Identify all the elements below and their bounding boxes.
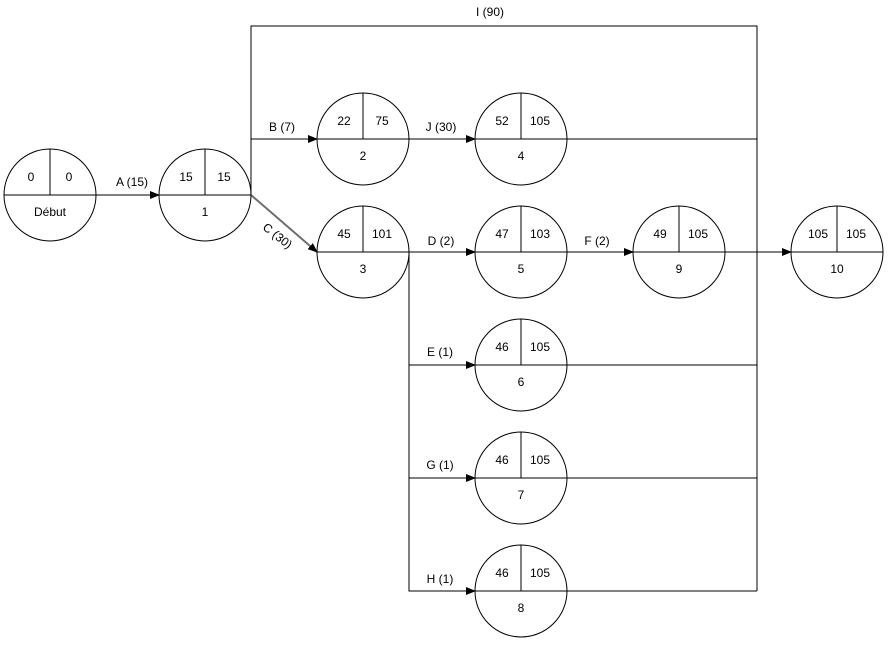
node-label: 2 bbox=[360, 149, 367, 163]
node-n6: 46 105 6 bbox=[474, 318, 568, 412]
node-n5: 47 103 5 bbox=[474, 205, 568, 299]
edge-h bbox=[408, 478, 476, 595]
node-early-value: 15 bbox=[179, 170, 193, 184]
node-early-value: 47 bbox=[495, 227, 509, 241]
node-early-value: 49 bbox=[653, 227, 667, 241]
node-label: 3 bbox=[360, 262, 367, 276]
edge-label-g: G (1) bbox=[426, 458, 453, 472]
node-label: 4 bbox=[518, 149, 525, 163]
edge-label-a: A (15) bbox=[116, 175, 148, 189]
node-n2: 22 75 2 bbox=[316, 92, 410, 186]
edge-label-b: B (7) bbox=[269, 120, 295, 134]
node-early-value: 52 bbox=[495, 114, 509, 128]
node-n3: 45 101 3 bbox=[316, 205, 410, 299]
edge-label-e: E (1) bbox=[427, 345, 453, 359]
node-n10: 105 105 10 bbox=[790, 205, 884, 299]
node-label: 7 bbox=[518, 488, 525, 502]
node-early-value: 46 bbox=[495, 453, 509, 467]
node-late-value: 105 bbox=[530, 340, 550, 354]
edge-i bbox=[250, 25, 758, 252]
node-early-value: 46 bbox=[495, 566, 509, 580]
edge-c bbox=[250, 194, 318, 253]
node-early-value: 46 bbox=[495, 340, 509, 354]
node-label: 8 bbox=[518, 601, 525, 615]
node-n4: 52 105 4 bbox=[474, 92, 568, 186]
node-late-value: 103 bbox=[530, 227, 550, 241]
edge-label-j: J (30) bbox=[426, 120, 457, 134]
node-late-value: 105 bbox=[688, 227, 708, 241]
node-late-value: 105 bbox=[530, 114, 550, 128]
node-late-value: 75 bbox=[375, 114, 389, 128]
edges bbox=[96, 25, 792, 595]
node-label: Début bbox=[34, 205, 67, 219]
node-n7: 46 105 7 bbox=[474, 431, 568, 525]
node-n9: 49 105 9 bbox=[632, 205, 726, 299]
node-late-value: 105 bbox=[846, 227, 866, 241]
node-early-value: 45 bbox=[337, 227, 351, 241]
edge-label-c: C (30) bbox=[260, 220, 295, 252]
edge-label-d: D (2) bbox=[428, 234, 455, 248]
node-late-value: 0 bbox=[66, 170, 73, 184]
node-label: 1 bbox=[202, 205, 209, 219]
edge-b bbox=[250, 135, 318, 195]
node-early-value: 22 bbox=[337, 114, 351, 128]
node-n1: 15 15 1 bbox=[158, 148, 252, 242]
node-label: 5 bbox=[518, 262, 525, 276]
node-early-value: 105 bbox=[808, 227, 828, 241]
edge-label-f: F (2) bbox=[584, 234, 609, 248]
node-early-value: 0 bbox=[28, 170, 35, 184]
node-late-value: 105 bbox=[530, 566, 550, 580]
node-late-value: 101 bbox=[372, 227, 392, 241]
node-label: 10 bbox=[830, 262, 844, 276]
edge-label-i: I (90) bbox=[476, 5, 504, 19]
edge-label-h: H (1) bbox=[427, 572, 454, 586]
node-label: 6 bbox=[518, 375, 525, 389]
node-n8: 46 105 8 bbox=[474, 544, 568, 638]
node-late-value: 15 bbox=[217, 170, 231, 184]
node-label: 9 bbox=[676, 262, 683, 276]
node-late-value: 105 bbox=[530, 453, 550, 467]
